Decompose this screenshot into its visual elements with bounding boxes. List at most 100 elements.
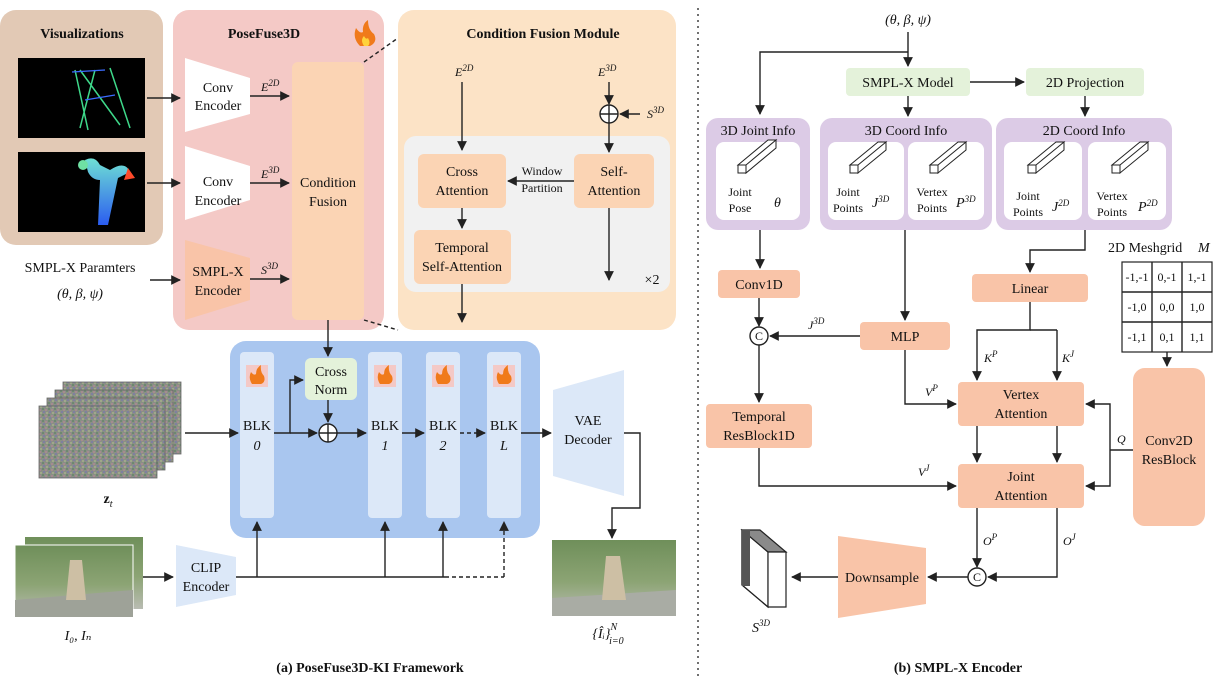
- linear-label: Linear: [1012, 282, 1049, 297]
- blkL-label-b: L: [499, 439, 508, 454]
- conv-encoder-2-shape: [185, 146, 250, 220]
- conv1d-label: Conv1D: [735, 278, 782, 293]
- joint-attention-label-b: Attention: [995, 489, 1048, 504]
- self-attention-label-a: Self-: [600, 165, 628, 180]
- p2d-symbol: P2D: [1137, 198, 1158, 215]
- clip-encoder-label-b: Encoder: [183, 580, 230, 595]
- noise-latent-0: [38, 405, 158, 479]
- temporal-self-attention-label-a: Temporal: [435, 241, 489, 256]
- conv1d-box: [718, 270, 800, 298]
- smplx-params-symbols: (θ, β, ψ): [57, 287, 103, 302]
- flame-icon: [432, 365, 454, 387]
- kp-label: KP: [983, 349, 998, 365]
- cuboid-icon: [1110, 140, 1150, 175]
- visualizations-title: Visualizations: [40, 27, 124, 42]
- cross-norm-box: [305, 358, 357, 400]
- cfm-e2d-label: E2D: [454, 63, 474, 79]
- cfm-e3d-label: E3D: [597, 63, 617, 79]
- temporal-resblock-box: [706, 404, 812, 448]
- input-symbols: (θ, β, ψ): [885, 13, 931, 28]
- add-operator: [599, 104, 619, 124]
- panel-a: Visualizations PoseFuse3D Conv Encoder C…: [0, 10, 676, 676]
- meshgrid-cell: -1,-1: [1126, 270, 1149, 284]
- condition-fusion-label-b: Fusion: [309, 195, 347, 210]
- posefuse3d-title: PoseFuse3D: [228, 27, 300, 42]
- temporal-resblock-label-b: ResBlock1D: [723, 429, 795, 444]
- flame-icon: [493, 365, 515, 387]
- smplx-encoder-label-b: Encoder: [195, 284, 242, 299]
- joint-pose-label-b: Pose: [729, 201, 752, 215]
- s3d-label: S3D: [261, 261, 279, 277]
- vertex-attention-label-b: Attention: [995, 407, 1048, 422]
- mlp-label: MLP: [891, 330, 920, 345]
- conv2d-resblock-box: [1133, 368, 1205, 526]
- joint-points-2d-label-a: Joint: [1016, 189, 1040, 203]
- e3d-label: E3D: [260, 165, 280, 181]
- j2d-symbol: J2D: [1052, 198, 1070, 215]
- cfm-title: Condition Fusion Module: [466, 27, 619, 42]
- op-label: OP: [983, 532, 998, 548]
- smplx-model-label: SMPL-X Model: [862, 76, 954, 91]
- conv-encoder-2-label-a: Conv: [203, 175, 233, 190]
- blkL-label-a: BLK: [490, 419, 518, 434]
- clip-encoder-shape: [176, 545, 236, 607]
- window-partition-label-b: Partition: [521, 181, 562, 195]
- joint-info-3d-label: 3D Joint Info: [721, 124, 796, 139]
- meshgrid-cell: 0,1: [1160, 330, 1175, 344]
- j3d-symbol: J3D: [872, 194, 890, 211]
- temporal-resblock-label-a: Temporal: [732, 410, 786, 425]
- cross-attention-box: [418, 154, 506, 208]
- meshgrid-table: -1,-1 0,-1 1,-1 -1,0 0,0 1,0 -1,1 0,1 1,…: [1121, 261, 1213, 353]
- clip-encoder-label-a: CLIP: [191, 561, 222, 576]
- smplx-encoder-shape: [185, 240, 250, 320]
- panel-b-caption: (b) SMPL-X Encoder: [894, 661, 1022, 676]
- cuboid-icon: [1026, 140, 1066, 175]
- temporal-self-attention-label-b: Self-Attention: [422, 260, 502, 275]
- conv-encoder-2-label-b: Encoder: [195, 194, 242, 209]
- cuboid-icon: [928, 140, 968, 175]
- concat-operator: C: [967, 567, 987, 587]
- downsample-label: Downsample: [845, 571, 919, 586]
- self-attention-label-b: Attention: [588, 184, 641, 199]
- smplx-params-label: SMPL-X Paramters: [25, 261, 136, 276]
- meshgrid-cell: -1,0: [1128, 300, 1147, 314]
- concat-label: C: [755, 329, 763, 343]
- conv-encoder-1-label-b: Encoder: [195, 99, 242, 114]
- vae-decoder-shape: [553, 370, 624, 496]
- meshgrid-cell: -1,1: [1128, 330, 1147, 344]
- joint-points-3d-label-b: Points: [833, 201, 863, 215]
- smplx-encoder-label-a: SMPL-X: [192, 265, 243, 280]
- q-label: Q: [1117, 432, 1126, 446]
- blk0-column: [240, 352, 274, 518]
- blk1-label-b: 1: [382, 439, 389, 454]
- cross-norm-label-b: Norm: [315, 383, 348, 398]
- blk1-label-a: BLK: [371, 419, 399, 434]
- cross-attention-label-a: Cross: [446, 165, 478, 180]
- vertex-attention-label-a: Vertex: [1003, 388, 1040, 403]
- meshgrid-cell: 0,-1: [1158, 270, 1177, 284]
- blkL-column: [487, 352, 521, 518]
- blk2-label-a: BLK: [429, 419, 457, 434]
- joint-points-2d-label-b: Points: [1013, 205, 1043, 219]
- vertex-points-3d-label-b: Points: [917, 201, 947, 215]
- joint-points-3d-label-a: Joint: [836, 185, 860, 199]
- vertex-attention-box: [958, 382, 1084, 426]
- coord-info-2d-label: 2D Coord Info: [1043, 124, 1125, 139]
- j3d-edge-label: J3D: [808, 316, 825, 332]
- joint-attention-box: [958, 464, 1084, 508]
- theta-label: θ: [774, 196, 781, 211]
- zt-label: zt: [104, 492, 113, 510]
- flame-icon: [246, 365, 268, 387]
- conv2d-resblock-label-b: ResBlock: [1142, 453, 1196, 468]
- meshgrid-title: 2D Meshgrid: [1108, 241, 1182, 256]
- vj-label: VJ: [918, 463, 930, 479]
- cuboid-icon: [848, 140, 888, 175]
- meshgrid-cell: 0,0: [1160, 300, 1175, 314]
- cfm-s3d-label: S3D: [647, 105, 665, 121]
- times-two-label: ×2: [645, 273, 660, 288]
- conv-encoder-1-label-a: Conv: [203, 81, 233, 96]
- blk1-column: [368, 352, 402, 518]
- downsample-shape: [838, 536, 926, 618]
- oj-label: OJ: [1063, 532, 1077, 548]
